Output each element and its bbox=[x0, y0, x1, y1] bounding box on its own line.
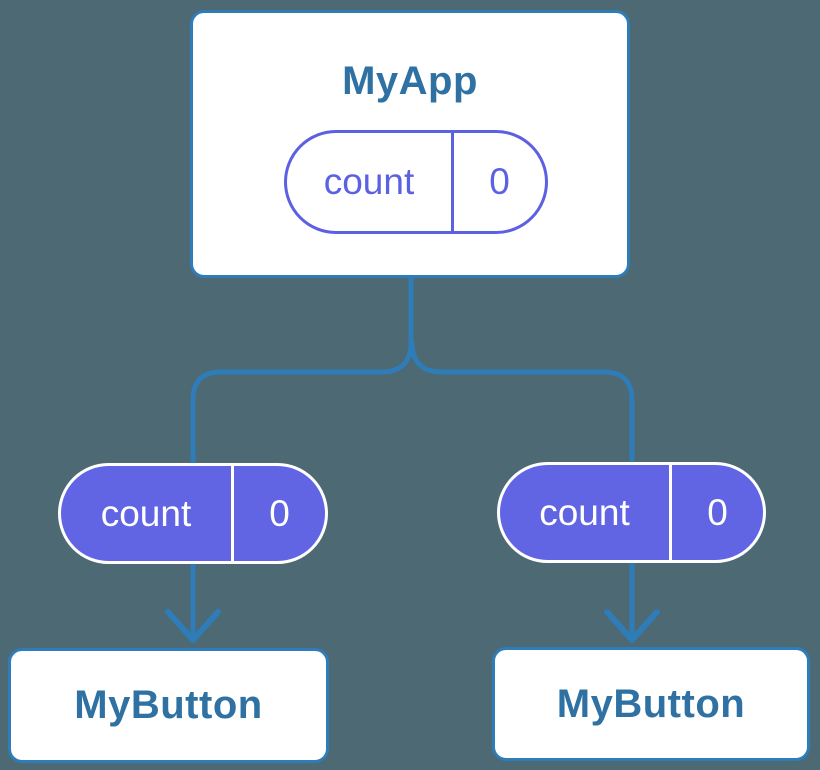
root-component-card: MyApp count 0 bbox=[190, 10, 630, 278]
left-child-component-card: MyButton bbox=[8, 648, 329, 763]
root-state-pill: count 0 bbox=[284, 130, 548, 234]
prop-label: count bbox=[100, 492, 192, 534]
pill-divider bbox=[451, 133, 454, 231]
state-value: 0 bbox=[489, 161, 510, 202]
right-arrowhead-icon bbox=[604, 609, 660, 643]
prop-label: count bbox=[539, 491, 630, 533]
prop-value: 0 bbox=[269, 492, 290, 534]
right-child-component-title: MyButton bbox=[556, 681, 746, 726]
left-child-component-title: MyButton bbox=[74, 683, 263, 727]
left-arrowhead-icon bbox=[165, 609, 221, 643]
connector-right-branch bbox=[409, 339, 635, 636]
prop-value: 0 bbox=[707, 491, 728, 533]
right-child-component-card: MyButton bbox=[492, 647, 810, 761]
root-component-title: MyApp bbox=[342, 59, 478, 103]
pill-divider bbox=[669, 465, 672, 560]
pill-divider bbox=[231, 466, 234, 561]
left-prop-pill: count 0 bbox=[58, 463, 328, 564]
state-label: count bbox=[323, 161, 415, 202]
right-prop-pill: count 0 bbox=[497, 462, 766, 563]
connector-left-branch bbox=[190, 339, 414, 636]
